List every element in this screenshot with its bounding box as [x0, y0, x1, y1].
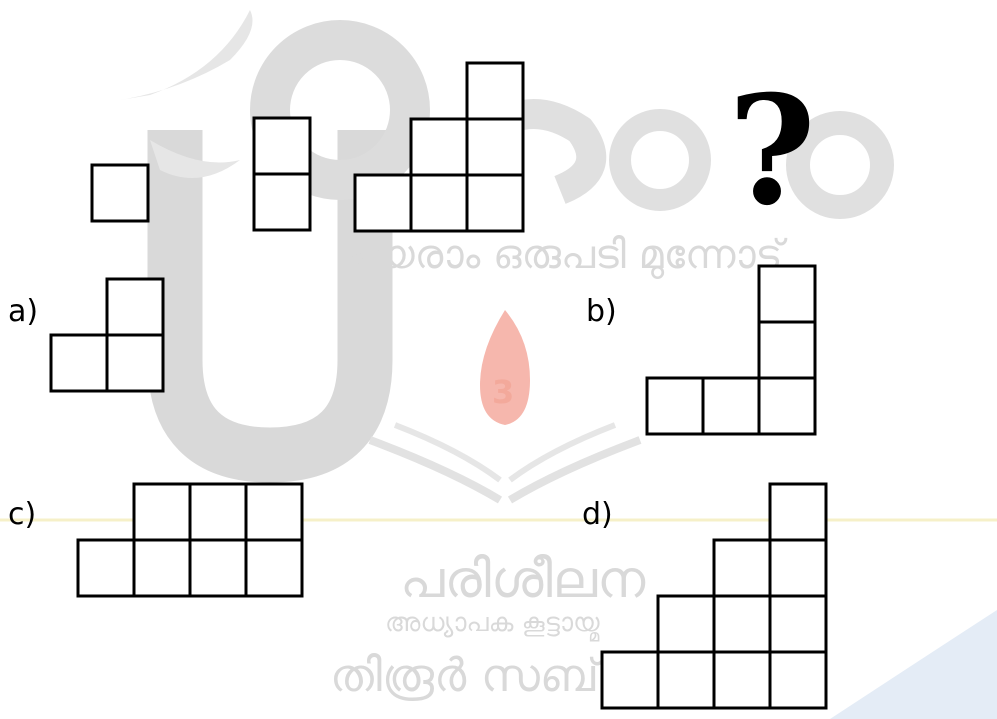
sequence-figure-1: [92, 165, 148, 221]
option-d-label[interactable]: d): [582, 497, 613, 532]
option-b-figure: [647, 266, 815, 434]
option-c-figure: [78, 484, 302, 596]
option-d-figure: [602, 484, 826, 708]
option-b-label[interactable]: b): [586, 294, 617, 329]
question-mark: ?: [728, 76, 816, 226]
option-a-label[interactable]: a): [8, 294, 38, 329]
option-c-label[interactable]: c): [8, 497, 36, 532]
sequence-figure-3: [355, 63, 523, 231]
sequence-figure-2: [254, 118, 310, 230]
option-a-figure: [51, 279, 163, 391]
